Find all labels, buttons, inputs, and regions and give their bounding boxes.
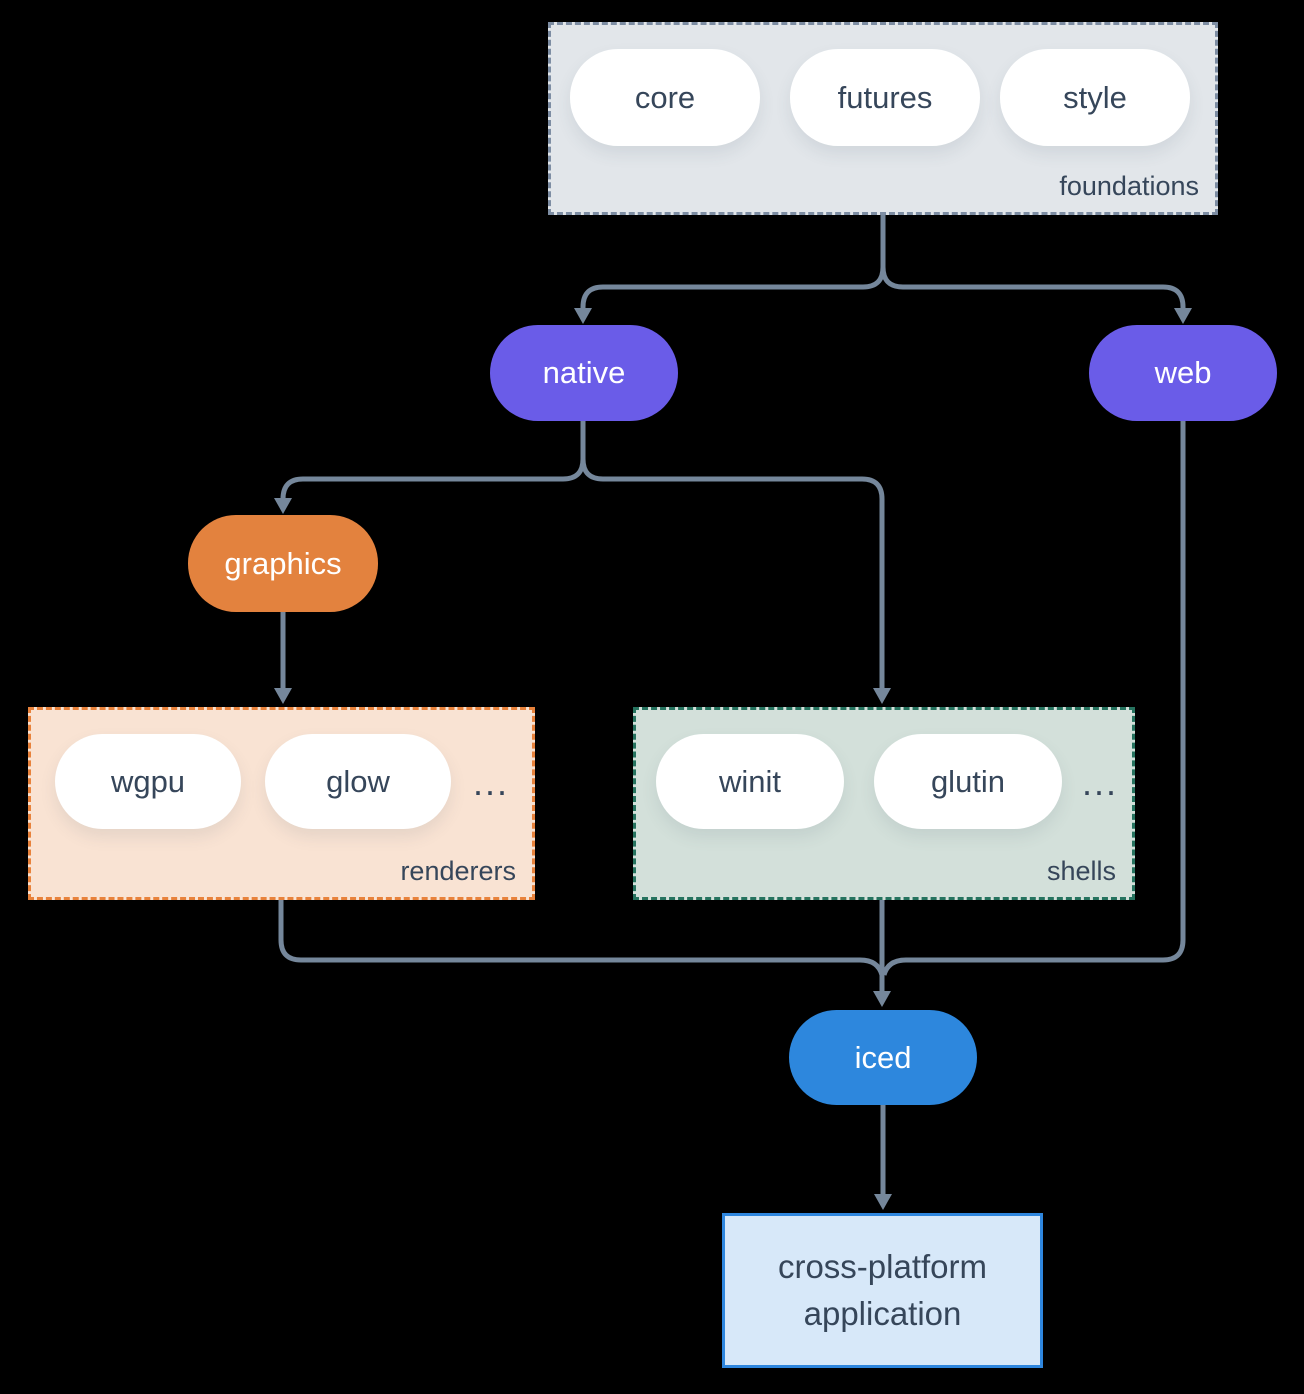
renderers-group: wgpu glow ... renderers bbox=[28, 707, 535, 900]
node-glutin: glutin bbox=[874, 734, 1062, 829]
edge-native-shells bbox=[580, 440, 885, 691]
renderers-label: renderers bbox=[400, 856, 516, 886]
arrowhead-iced bbox=[873, 991, 891, 1007]
node-futures: futures bbox=[790, 49, 980, 146]
node-native: native bbox=[490, 325, 678, 421]
edge-foundations-native bbox=[580, 215, 886, 310]
node-winit: winit bbox=[656, 734, 844, 829]
node-web: web bbox=[1089, 325, 1277, 421]
node-graphics: graphics bbox=[188, 515, 378, 612]
arrowhead-web bbox=[1174, 308, 1192, 324]
arrowhead-renderers bbox=[274, 688, 292, 704]
edge-web-iced bbox=[881, 420, 1186, 976]
arrowhead-shells bbox=[873, 688, 891, 704]
application-box: cross-platform application bbox=[722, 1213, 1043, 1368]
shells-group: winit glutin ... shells bbox=[633, 707, 1135, 900]
arrowhead-native bbox=[574, 308, 592, 324]
foundations-label: foundations bbox=[1059, 171, 1199, 201]
edge-foundations-web bbox=[880, 244, 1186, 310]
node-glow: glow bbox=[265, 734, 451, 829]
node-iced: iced bbox=[789, 1010, 977, 1105]
edge-renderers-iced bbox=[278, 900, 885, 976]
shells-label: shells bbox=[1046, 856, 1116, 886]
edge-native-graphics bbox=[280, 420, 586, 501]
shells-ellipsis: ... bbox=[1082, 762, 1119, 803]
node-style: style bbox=[1000, 49, 1190, 146]
node-wgpu: wgpu bbox=[55, 734, 241, 829]
application-label: cross-platform application bbox=[777, 1247, 988, 1332]
arrowhead-graphics bbox=[274, 498, 292, 514]
arrowhead-application bbox=[874, 1194, 892, 1210]
node-core: core bbox=[570, 49, 760, 146]
renderers-ellipsis: ... bbox=[473, 762, 510, 803]
foundations-group: core futures style foundations bbox=[548, 22, 1218, 215]
